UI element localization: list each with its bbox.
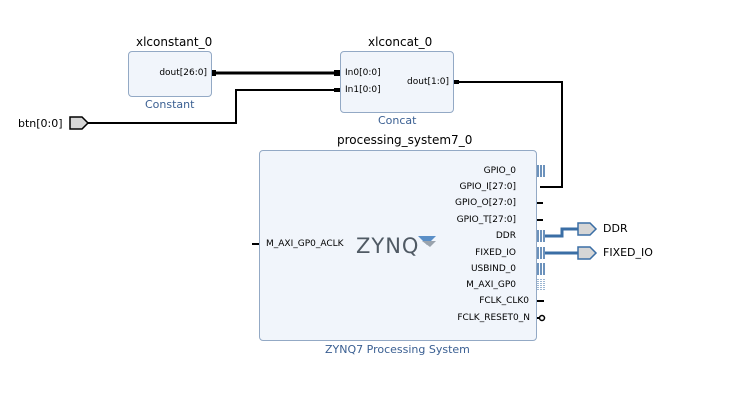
ps7-m-axi-gp0-aclk-pin[interactable]: M_AXI_GP0_ACLK [266, 239, 344, 249]
ps7-block[interactable] [259, 150, 537, 341]
ps7-fixed-io-pin[interactable]: FIXED_IO [475, 248, 516, 258]
xlconcat-in0-pin[interactable]: In0[0:0] [345, 68, 381, 78]
active-low-bubble-icon [538, 314, 546, 322]
xlconcat-in1-pin[interactable]: In1[0:0] [345, 85, 381, 95]
in0-pin-marker [334, 70, 340, 76]
ps7-gpio0-pin[interactable]: GPIO_0 [483, 166, 516, 176]
ddr-bus-icon [537, 230, 545, 242]
xlconstant-dout-pin[interactable]: dout[26:0] [159, 68, 207, 78]
btn-port-label: btn[0:0] [18, 117, 63, 130]
usbind-bus-icon [537, 263, 545, 275]
net-concat-dout[interactable] [455, 81, 563, 188]
ps7-m-axi-gp0-pin[interactable]: M_AXI_GP0 [466, 280, 516, 290]
xlconcat-dout-pin[interactable]: dout[1:0] [407, 77, 449, 87]
m-axi-gp0-bus-icon [537, 279, 545, 291]
net-btn[interactable] [88, 89, 336, 124]
xlconcat-instance-name: xlconcat_0 [368, 35, 433, 49]
fixed-io-port-icon[interactable] [577, 246, 598, 260]
ps7-gpio-i-pin[interactable]: GPIO_I[27:0] [459, 182, 516, 192]
ddr-port-label: DDR [603, 222, 628, 235]
ps7-gpio-t-pin[interactable]: GPIO_T[27:0] [456, 215, 516, 225]
xlconstant-block[interactable] [128, 51, 212, 97]
ps7-instance-name: processing_system7_0 [337, 133, 473, 147]
xlconcat-block[interactable] [340, 51, 454, 113]
btn-port-icon[interactable] [69, 116, 90, 130]
fixed-io-bus-icon [537, 247, 545, 259]
concat-dout-marker [453, 80, 459, 84]
zynq-logo-mark-icon [418, 236, 436, 247]
ps7-ddr-pin[interactable]: DDR [495, 231, 516, 241]
xlconcat-type-label: Concat [378, 114, 417, 127]
fixed-io-port-label: FIXED_IO [603, 246, 653, 259]
ddr-port-icon[interactable] [577, 222, 598, 236]
ps7-usbind0-pin[interactable]: USBIND_0 [470, 264, 516, 274]
xlconstant-type-label: Constant [145, 98, 195, 111]
ps7-fclk-clk0-pin[interactable]: FCLK_CLK0 [479, 296, 529, 306]
in1-pin-marker [334, 88, 340, 92]
ps7-fclk-reset0-n-pin[interactable]: FCLK_RESET0_N [457, 313, 530, 323]
ps7-gpio-o-pin[interactable]: GPIO_O[27:0] [455, 198, 516, 208]
zynq-logo: ZYNQ [356, 234, 420, 258]
ps7-type-label: ZYNQ7 Processing System [325, 343, 470, 356]
net-ddr[interactable] [545, 227, 578, 238]
gpio0-bus-icon[interactable] [537, 165, 545, 177]
xlconstant-instance-name: xlconstant_0 [136, 35, 213, 49]
const-dout-marker [210, 70, 216, 76]
